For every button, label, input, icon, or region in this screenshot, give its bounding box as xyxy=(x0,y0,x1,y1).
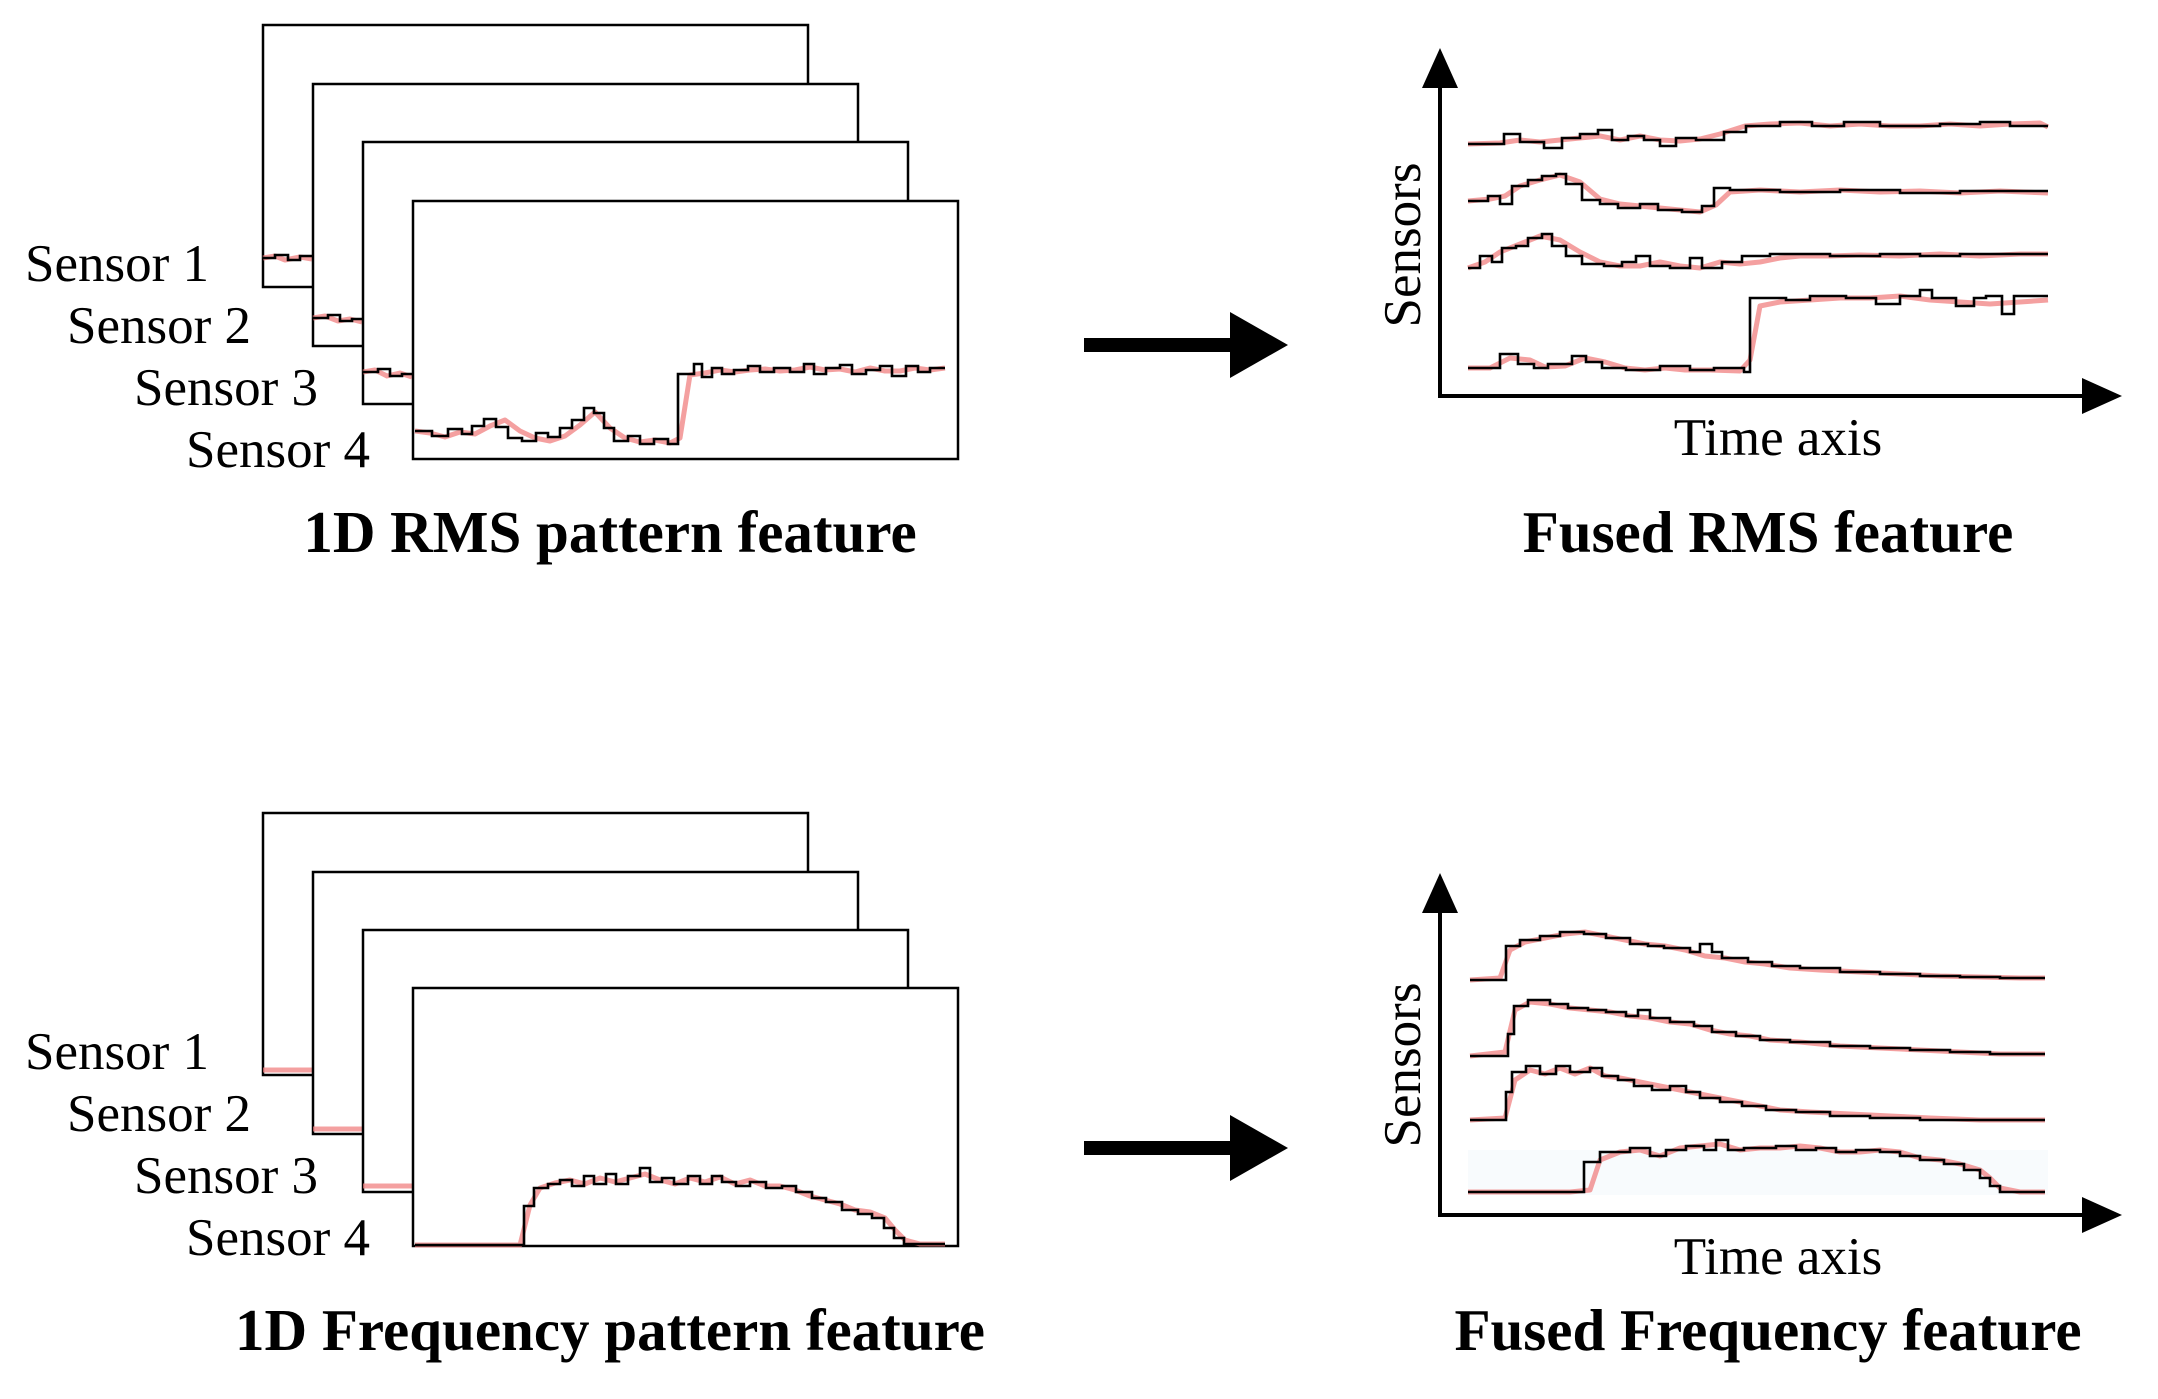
rms-frame-sensor-4 xyxy=(411,199,960,461)
freq-sensor-labels: Sensor 1 Sensor 2 Sensor 3 Sensor 4 xyxy=(25,1023,370,1267)
rms-fused-y-label: Sensors xyxy=(1374,163,1432,328)
rms-fused-x-label: Time axis xyxy=(1674,409,1883,467)
freq-fused-chart: Sensors Time axis xyxy=(1374,873,2122,1286)
freq-fused-x-label: Time axis xyxy=(1674,1228,1883,1286)
rms-transform-arrow xyxy=(1084,312,1288,378)
freq-sensor-label-4: Sensor 4 xyxy=(186,1209,370,1267)
freq-frame-sensor-4 xyxy=(411,986,960,1248)
rms-sensor-labels: Sensor 1 Sensor 2 Sensor 3 Sensor 4 xyxy=(25,235,370,479)
freq-stack xyxy=(261,811,960,1248)
freq-pattern-caption: 1D Frequency pattern feature xyxy=(235,1297,985,1363)
freq-sensor-label-3: Sensor 3 xyxy=(134,1147,318,1205)
rms-pattern-caption: 1D RMS pattern feature xyxy=(303,499,916,565)
rms-fused-caption: Fused RMS feature xyxy=(1523,499,2014,565)
freq-fused-y-label: Sensors xyxy=(1374,983,1432,1148)
freq-sensor-label-2: Sensor 2 xyxy=(67,1085,251,1143)
freq-transform-arrow xyxy=(1084,1115,1288,1181)
rms-sensor-label-2: Sensor 2 xyxy=(67,297,251,355)
freq-fused-caption: Fused Frequency feature xyxy=(1454,1297,2081,1363)
rms-sensor-label-3: Sensor 3 xyxy=(134,359,318,417)
rms-sensor-label-4: Sensor 4 xyxy=(186,421,370,479)
rms-stack xyxy=(261,23,960,461)
rms-fused-chart: Sensors Time axis xyxy=(1374,48,2122,467)
rms-sensor-label-1: Sensor 1 xyxy=(25,235,209,293)
freq-sensor-label-1: Sensor 1 xyxy=(25,1023,209,1081)
